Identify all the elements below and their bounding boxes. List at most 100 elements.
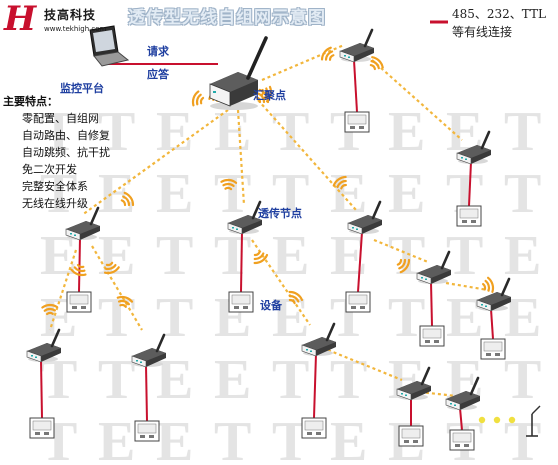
wireless-link — [236, 109, 246, 206]
watermark-letter: E — [330, 411, 367, 465]
wire-router-device — [240, 231, 243, 293]
device-panel-icon — [449, 429, 475, 451]
watermark-letter: T — [214, 411, 251, 465]
continuation-dot — [493, 416, 501, 424]
wireless-link — [257, 99, 357, 211]
wireless-link — [445, 281, 489, 292]
antenna-icon — [526, 405, 541, 437]
response-label: 应答 — [147, 68, 169, 81]
signal-arcs-icon — [320, 46, 335, 61]
signal-arcs-icon — [191, 90, 205, 107]
watermark-letter: E — [330, 163, 367, 225]
wireless-link — [371, 59, 463, 141]
wire-router-device — [459, 407, 463, 431]
watermark-letter: T — [504, 163, 541, 225]
signal-arcs-icon — [396, 258, 411, 274]
continuation-dot — [508, 416, 516, 424]
device-panel-icon — [480, 338, 506, 360]
watermark-letter: E — [98, 163, 135, 225]
watermark-letter: T — [272, 349, 309, 411]
wire-router-device — [430, 281, 433, 327]
watermark-letter: T — [504, 349, 541, 411]
wire-router-device — [40, 359, 43, 419]
watermark-letter: E — [272, 225, 309, 287]
device-label: 设备 — [260, 299, 282, 312]
feature-item: 自动跳频、抗干扰 — [22, 146, 110, 159]
wireless-link — [261, 43, 345, 82]
signal-arcs-icon — [220, 178, 238, 191]
watermark-letter: T — [272, 101, 309, 163]
feature-item: 自动路由、自修复 — [22, 129, 110, 142]
watermark-letter: E — [388, 101, 425, 163]
legend-line1: 485、232、TTL — [452, 7, 547, 21]
signal-arcs-icon — [103, 261, 120, 275]
device-panel-icon — [134, 420, 160, 442]
monitor-platform-label: 监控平台 — [60, 82, 104, 95]
feature-item: 零配置、自组网 — [22, 112, 99, 125]
feature-item: 无线在线升级 — [22, 197, 88, 210]
watermark-letter: T — [98, 287, 135, 349]
wire-router-device — [145, 364, 148, 422]
wire-router-device — [468, 161, 472, 207]
signal-arcs-icon — [332, 175, 347, 190]
legend-line2: 等有线连接 — [452, 25, 513, 39]
logo-url: www.tekhigh.com — [44, 25, 107, 33]
watermark-letter: E — [504, 225, 541, 287]
watermark-letter: T — [98, 101, 135, 163]
watermark-letter: E — [156, 411, 193, 465]
watermark-letter: T — [272, 163, 309, 225]
signal-arcs-icon — [260, 85, 273, 103]
watermark-letter: T — [214, 225, 251, 287]
watermark-letter: E — [156, 163, 193, 225]
device-panel-icon — [398, 425, 424, 447]
wireless-links — [48, 43, 489, 398]
aggregation-node-label: 汇聚点 — [253, 89, 286, 102]
device-panel-icon — [344, 111, 370, 133]
wire-router-device — [490, 308, 494, 340]
signal-arcs-icon — [288, 290, 304, 305]
watermark-letter: E — [214, 349, 251, 411]
diagram-extras — [430, 20, 541, 437]
signal-arcs-icon — [116, 295, 134, 308]
wire-router-device — [313, 353, 317, 419]
logo-mark: H — [4, 0, 37, 39]
watermark-letter: T — [156, 225, 193, 287]
network-nodes — [25, 25, 513, 451]
feature-item: 免二次开发 — [22, 163, 77, 176]
watermark-letter: T — [446, 225, 483, 287]
feature-item: 完整安全体系 — [22, 180, 88, 193]
logo-company-name: 技高科技 — [44, 8, 97, 22]
signal-arcs-icon — [253, 250, 269, 265]
watermark-letter: T — [504, 101, 541, 163]
device-panel-icon — [456, 205, 482, 227]
watermark-letter: E — [98, 411, 135, 465]
router-icon — [338, 28, 376, 64]
device-panel-icon — [228, 291, 254, 313]
antenna-icon — [246, 36, 268, 80]
device-panel-icon — [29, 417, 55, 439]
signal-arcs-icon — [482, 276, 495, 293]
watermark-letter: E — [98, 225, 135, 287]
wire-router-device — [353, 59, 358, 113]
watermark-letter: E — [156, 101, 193, 163]
diagram-title: 透传型无线自组网示意图 — [128, 8, 326, 28]
watermark-letter: T — [40, 163, 77, 225]
watermark-letter: T — [214, 163, 251, 225]
watermark-letter: T — [98, 349, 135, 411]
wire-router-device — [78, 237, 81, 293]
device-panel-icon — [66, 291, 92, 313]
device-panel-icon — [419, 325, 445, 347]
watermark-letter: T — [40, 101, 77, 163]
laptop-icon — [89, 25, 130, 67]
features-title: 主要特点： — [3, 95, 58, 108]
signal-arcs-icon — [70, 263, 87, 277]
wireless-link — [91, 245, 143, 331]
signal-arcs-icon — [120, 191, 135, 207]
watermark-letter: E — [272, 287, 309, 349]
wireless-link — [48, 249, 78, 331]
watermark-letter: E — [504, 287, 541, 349]
wireless-link — [251, 239, 311, 326]
device-panel-icon — [301, 417, 327, 439]
watermark-letter: E — [388, 163, 425, 225]
